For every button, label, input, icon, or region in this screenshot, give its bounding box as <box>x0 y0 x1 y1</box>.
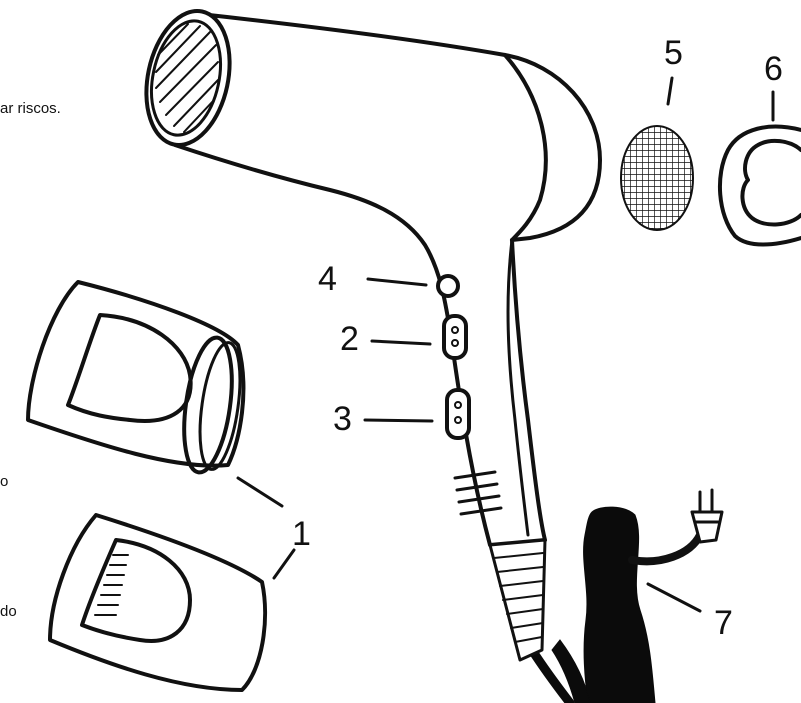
callout-5: 5 <box>664 34 683 72</box>
callout-6: 6 <box>764 50 783 88</box>
leader-line-5 <box>668 78 672 104</box>
rear-cover <box>720 127 801 245</box>
cool-shot-button <box>438 276 458 296</box>
filter-mesh <box>621 126 693 230</box>
leader-line-7 <box>648 584 700 611</box>
switch-2 <box>444 316 466 358</box>
leader-line-2 <box>372 341 430 344</box>
callout-3: 3 <box>333 400 352 438</box>
leader-line-1a <box>238 478 282 506</box>
diffuser-nozzle-upper <box>28 282 247 475</box>
switch-3 <box>447 390 469 438</box>
leader-line-1b <box>274 550 294 578</box>
text-fragment-top: ar riscos. <box>0 100 61 117</box>
cord-guard <box>490 540 545 660</box>
callout-7: 7 <box>714 604 733 642</box>
callout-2: 2 <box>340 320 359 358</box>
leader-line-3 <box>365 420 432 421</box>
callout-1: 1 <box>292 515 311 553</box>
leader-line-4 <box>368 279 426 285</box>
callout-4: 4 <box>318 260 337 298</box>
comb-nozzle-lower <box>50 515 265 690</box>
plug <box>692 490 722 542</box>
text-fragment-middle: o <box>0 473 8 490</box>
text-fragment-bottom: do <box>0 603 17 620</box>
power-cord <box>532 490 722 703</box>
